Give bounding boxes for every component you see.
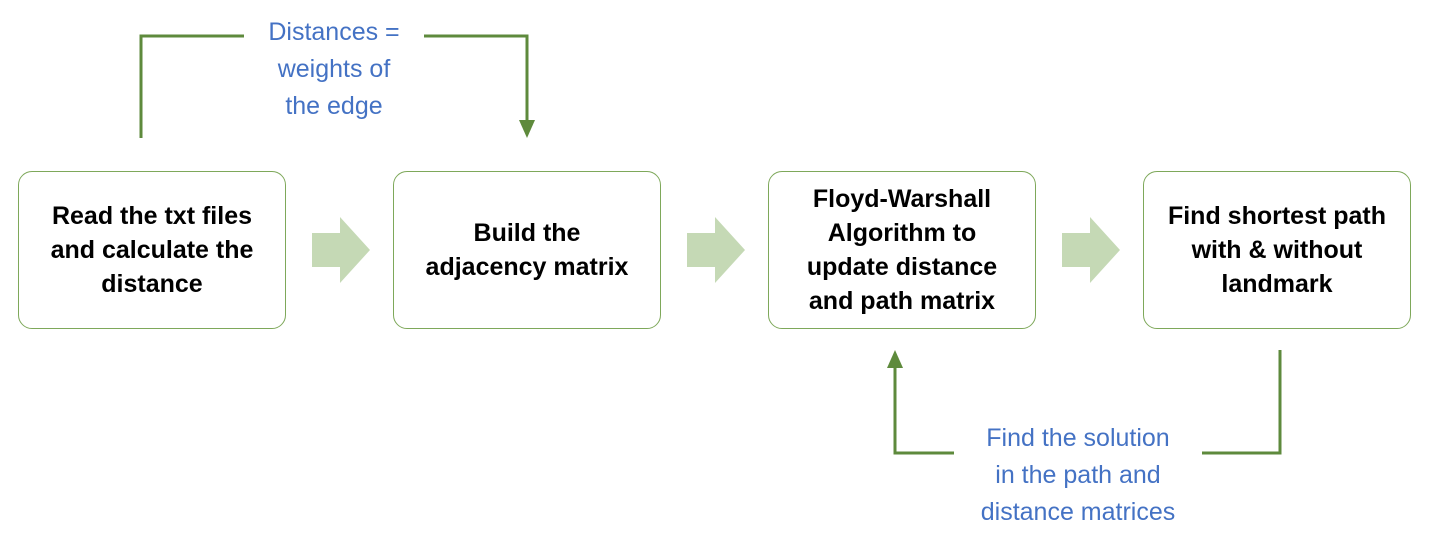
step-read-files-label: Read the txt files and calculate the dis… bbox=[50, 202, 254, 298]
note-find-solution: Find the solution in the path and distan… bbox=[954, 420, 1202, 531]
step-find-shortest-path-label: Find shortest path with & without landma… bbox=[1167, 202, 1387, 298]
flow-arrow-2 bbox=[687, 217, 745, 283]
step-find-shortest-path: Find shortest path with & without landma… bbox=[1143, 171, 1411, 329]
note-distances-weights: Distances = weights of the edge bbox=[244, 14, 424, 125]
step-build-matrix-label: Build the adjacency matrix bbox=[425, 219, 629, 281]
flow-arrow-3 bbox=[1062, 217, 1120, 283]
weights-connector-arrowhead bbox=[519, 120, 535, 138]
step-read-files: Read the txt files and calculate the dis… bbox=[18, 171, 286, 329]
step-floyd-warshall: Floyd-Warshall Algorithm to update dista… bbox=[768, 171, 1036, 329]
flow-arrow-1 bbox=[312, 217, 370, 283]
step-floyd-warshall-label: Floyd-Warshall Algorithm to update dista… bbox=[806, 185, 998, 315]
step-build-matrix: Build the adjacency matrix bbox=[393, 171, 661, 329]
solution-connector-arrowhead bbox=[887, 350, 903, 368]
